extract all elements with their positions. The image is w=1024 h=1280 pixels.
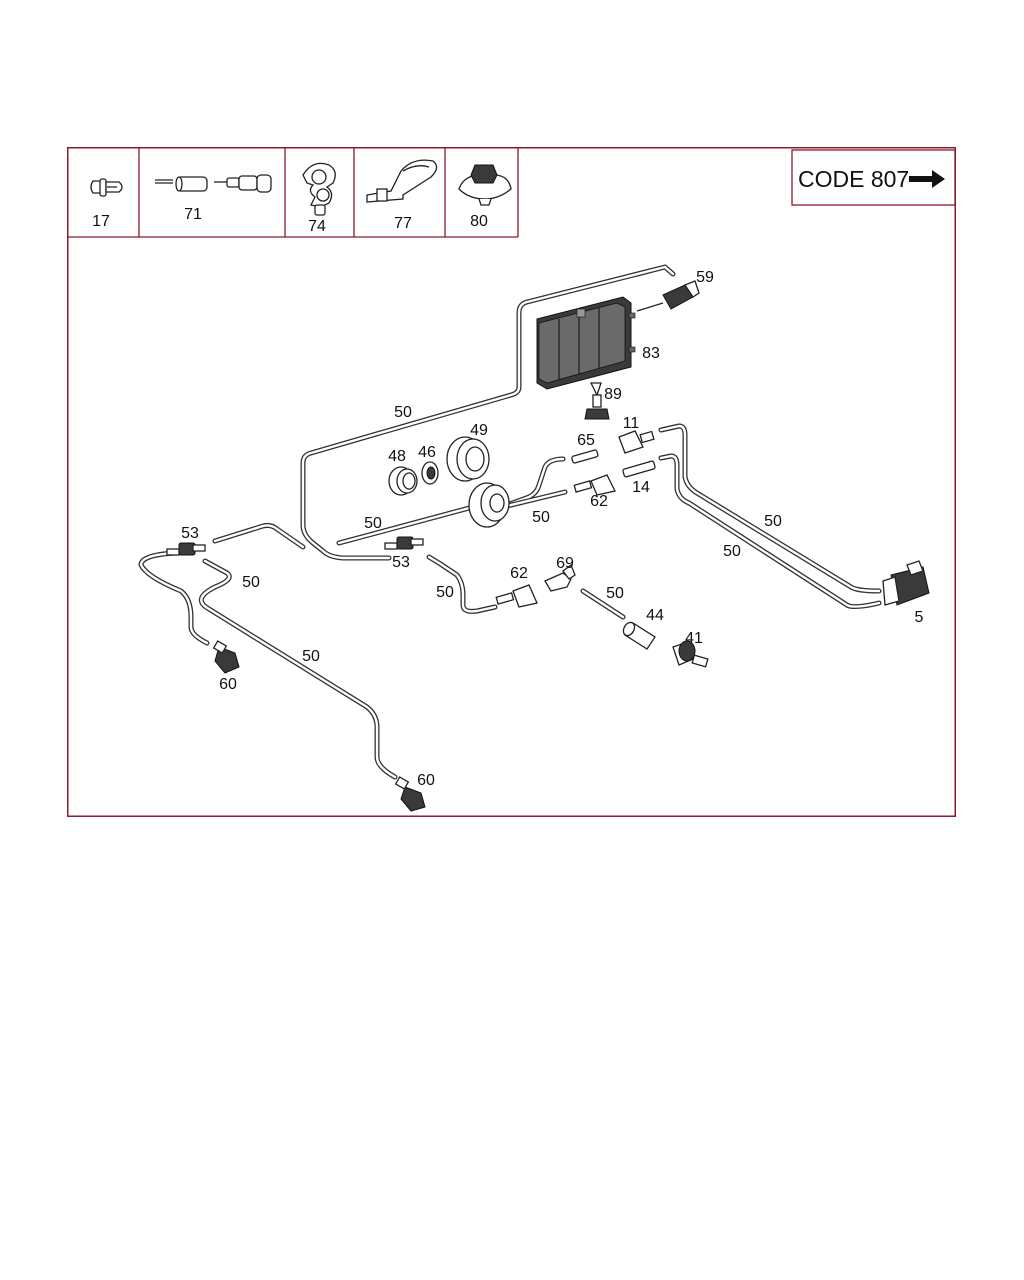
callout-label: 41 xyxy=(685,630,703,647)
diagram-frame: 17 71 74 77 80 CODE 807 xyxy=(67,147,956,817)
callout-label: 5 xyxy=(915,609,924,626)
clip-nut-icon xyxy=(458,164,512,206)
grommet-49 xyxy=(446,436,490,482)
push-rivet-icon xyxy=(90,178,123,197)
callout-label: 60 xyxy=(417,772,435,789)
callout-label: 50 xyxy=(364,515,382,532)
callout-label: 89 xyxy=(604,386,622,403)
code-label: CODE 807 xyxy=(798,166,909,192)
vacuum-sensor-59 xyxy=(636,280,700,312)
callout-labels: 59 83 89 50 48 46 49 65 11 62 14 50 50 5… xyxy=(181,269,923,789)
elbow-69 xyxy=(544,563,576,592)
t-connector-53-left xyxy=(166,542,206,556)
check-valve-62-lower xyxy=(495,584,538,608)
bolt-89 xyxy=(584,382,610,420)
callout-label: 65 xyxy=(577,432,595,449)
callout-label: 50 xyxy=(436,584,454,601)
connector-14 xyxy=(622,460,656,478)
actuator-5 xyxy=(882,560,930,606)
callout-label: 44 xyxy=(646,607,664,624)
callout-label: 50 xyxy=(606,585,624,602)
callout-label: 83 xyxy=(642,345,660,362)
grommet-48 xyxy=(388,466,418,496)
callout-label: 46 xyxy=(418,444,436,461)
header-part-label: 80 xyxy=(470,213,488,230)
fitting-60-bottom xyxy=(394,776,426,812)
hose-connector-icon xyxy=(155,174,272,193)
callout-label: 48 xyxy=(388,448,406,465)
header-part-label: 77 xyxy=(394,215,412,232)
header-part-label: 74 xyxy=(308,218,326,235)
callout-label: 49 xyxy=(470,422,488,439)
valve-41 xyxy=(672,640,709,668)
control-module-83 xyxy=(536,296,636,390)
callout-label: 50 xyxy=(302,648,320,665)
code-box: CODE 807 xyxy=(791,149,956,206)
callout-label: 14 xyxy=(632,479,650,496)
pass-through-grommet xyxy=(468,482,510,528)
callout-label: 50 xyxy=(242,574,260,591)
callout-label: 69 xyxy=(556,555,574,572)
callout-label: 50 xyxy=(532,509,550,526)
callout-label: 60 xyxy=(219,676,237,693)
callout-label: 50 xyxy=(764,513,782,530)
check-valve-11 xyxy=(618,430,655,454)
fitting-60-left xyxy=(212,640,240,674)
callout-label: 62 xyxy=(590,493,608,510)
arrow-right-icon xyxy=(909,170,945,188)
connector-65 xyxy=(571,449,599,464)
callout-label: 59 xyxy=(696,269,714,286)
header-part-label: 71 xyxy=(184,206,202,223)
callout-label: 50 xyxy=(723,543,741,560)
callout-label: 53 xyxy=(392,554,410,571)
cable-tie-icon xyxy=(366,159,438,203)
outer-border xyxy=(67,147,956,817)
t-connector-53-middle xyxy=(384,536,424,550)
sleeve-44 xyxy=(622,621,656,650)
callout-label: 62 xyxy=(510,565,528,582)
header-parts-table xyxy=(67,147,519,238)
grommet-46 xyxy=(421,461,439,485)
callout-label: 53 xyxy=(181,525,199,542)
callout-label: 11 xyxy=(623,415,640,432)
check-valve-62-upper xyxy=(573,474,616,496)
header-part-label: 17 xyxy=(92,213,110,230)
callout-label: 50 xyxy=(394,404,412,421)
pipe-clip-icon xyxy=(302,162,336,216)
